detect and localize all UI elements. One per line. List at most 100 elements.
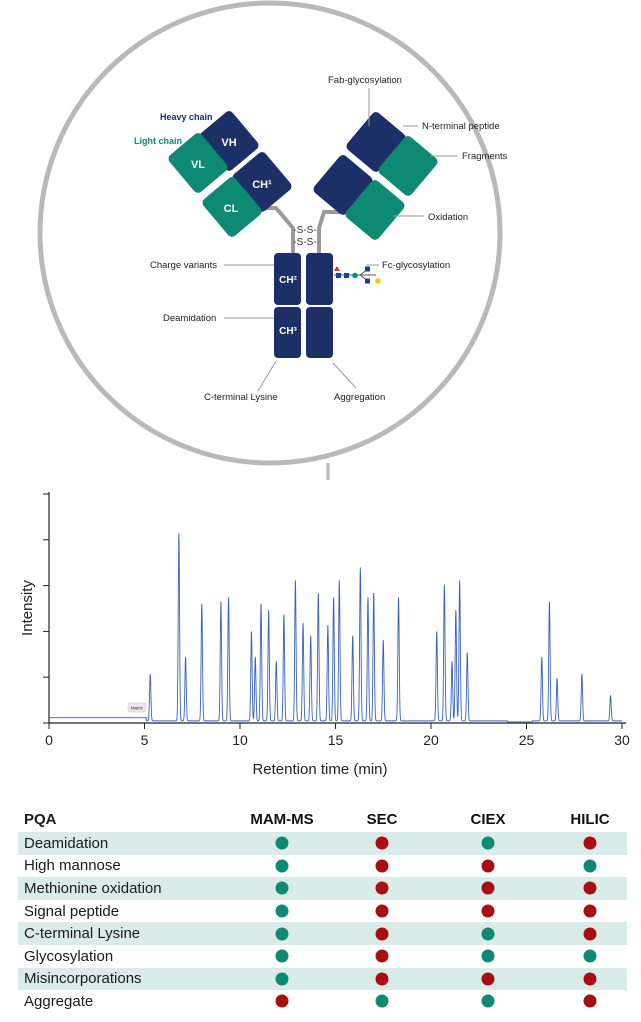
light-chain-label: Light chain [134,136,182,146]
antibody-diagram: VH CH¹ VL CL CH² CH³ -S-S- -S-S- Heavy c… [37,0,508,480]
right-fab-arm [313,112,438,240]
x-axis-label: Retention time (min) [252,761,387,778]
status-dot-yes [375,994,389,1008]
x-tick-label: 25 [519,732,535,748]
y-axis-ticks [43,493,49,724]
status-dot-yes [275,836,289,850]
ch2-label: CH² [279,275,297,286]
status-dot-no [481,859,495,873]
table-row: Misincorporations [18,967,627,991]
ch3-domain-left [274,307,301,358]
ch3-label: CH³ [279,326,297,337]
callout-n-terminal-peptide: N-terminal peptide [422,121,500,132]
status-dot-no [481,972,495,986]
status-dot-no [583,904,597,918]
vh-label: VH [221,137,236,149]
pqa-name: Methionine oxidation [24,879,162,897]
status-dot-yes [481,994,495,1008]
status-dot-yes [481,927,495,941]
table-row: Methionine oxidation [18,877,627,900]
table-row: C-terminal Lysine [18,922,627,945]
status-dot-yes [275,972,289,986]
disulfide-bond-2: -S-S- [293,237,316,248]
header-mam-ms: MAM-MS [250,810,314,828]
x-tick-label: 0 [45,732,53,748]
header-sec: SEC [366,810,398,828]
vl-domain [168,133,228,193]
glycan-icon [334,266,381,284]
status-dot-yes [275,881,289,895]
matrix-marker: Matrix [127,702,147,713]
table-header-row: PQA MAM-MS SEC CIEX HILIC [18,806,627,832]
x-tick-label: 30 [614,732,630,748]
heavy-chain-label: Heavy chain [160,112,213,122]
y-axis-label: Intensity [19,580,36,636]
status-dot-yes [275,927,289,941]
status-dot-yes [481,949,495,963]
callout-charge-variants: Charge variants [150,260,217,271]
pqa-name: Misincorporations [24,970,142,988]
left-fab-arm: VH CH¹ VL CL [168,111,292,237]
status-dot-no [583,836,597,850]
pqa-name: Aggregate [24,992,94,1010]
x-tick-label: 10 [232,732,248,748]
status-dot-yes [481,836,495,850]
status-dot-yes [275,949,289,963]
header-ciex: CIEX [470,810,506,828]
ch3-domain-right [306,307,333,358]
status-dot-no [481,881,495,895]
status-dot-no [375,836,389,850]
table-row: High mannose [18,855,627,878]
callout-fc-glycosylation: Fc-glycosylation [382,260,450,271]
chromatogram-chart: 0 5 10 15 20 25 30 Matrix Intensity Retention … [19,492,630,778]
callout-deamidation: Deamidation [163,313,216,324]
status-dot-no [583,972,597,986]
disulfide-bond-1: -S-S- [293,225,316,236]
x-tick-label: 20 [423,732,439,748]
cl-domain-right [345,180,405,240]
matrix-marker-label: Matrix [131,706,144,711]
cl-domain [202,177,262,237]
pqa-name: Signal peptide [24,902,120,920]
header-hilic: HILIC [570,810,610,828]
status-dot-no [583,881,597,895]
callout-c-terminal-lysine: C-terminal Lysine [204,392,278,403]
pqa-name: Glycosylation [24,947,114,965]
pqa-name: High mannose [24,857,121,875]
table-row: Aggregate [18,990,627,1013]
vl-label: VL [191,159,205,171]
status-dot-no [375,972,389,986]
status-dot-no [375,949,389,963]
cl-label: CL [224,203,239,215]
ch2-domain-right [306,253,333,305]
table-row: Signal peptide [18,900,627,923]
status-dot-yes [583,949,597,963]
status-dot-no [275,994,289,1008]
table-row: Glycosylation [18,945,627,968]
status-dot-no [583,994,597,1008]
x-tick-label: 5 [141,732,149,748]
callout-fragments: Fragments [462,151,508,162]
status-dot-no [583,927,597,941]
callout-lines [224,88,458,392]
status-dot-no [375,904,389,918]
table-row: Deamidation [18,832,627,855]
callout-fab-glycosylation: Fab-glycosylation [328,75,402,86]
callout-oxidation: Oxidation [428,212,468,223]
callout-aggregation: Aggregation [334,392,385,403]
x-tick-label: 15 [328,732,344,748]
status-dot-yes [275,904,289,918]
status-dot-no [375,859,389,873]
pqa-name: Deamidation [24,834,109,852]
header-pqa: PQA [24,810,57,828]
ch2-domain-left [274,253,301,305]
status-dot-no [375,881,389,895]
status-dot-yes [583,859,597,873]
connector-arrow [326,463,330,480]
x-axis-ticks: 0 5 10 15 20 25 30 [45,723,630,748]
vl-domain-right [378,136,438,196]
ch1-label: CH¹ [252,179,272,191]
magnifier-circle [37,0,503,466]
